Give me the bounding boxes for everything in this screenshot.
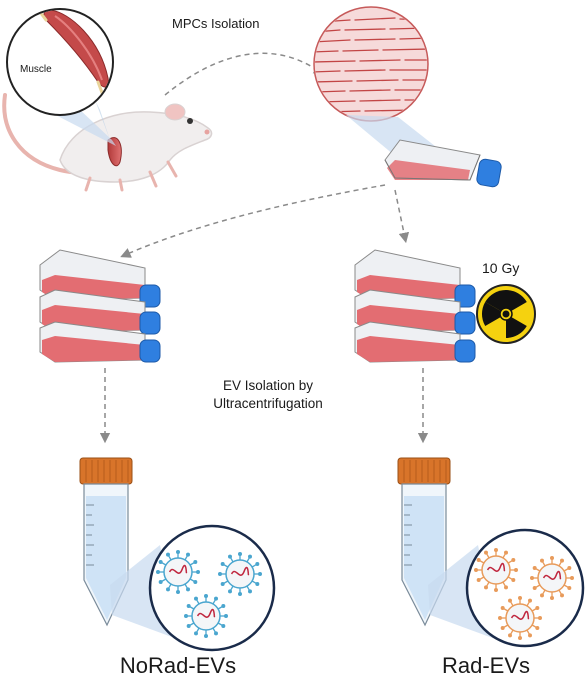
- culture-flask-icon: [384, 139, 502, 188]
- ev-vesicle: [530, 556, 574, 600]
- mpc-isolation-label: MPCs Isolation: [172, 16, 259, 31]
- magnifier-beam: [95, 100, 110, 140]
- radiation-icon: [476, 284, 536, 344]
- flask-stack-icon: [354, 249, 476, 363]
- ev-vesicle: [474, 548, 518, 592]
- ev-zoom-circle-norad: [148, 524, 276, 652]
- arrow-icon: [164, 52, 325, 96]
- dose-label: 10 Gy: [482, 260, 519, 276]
- ev-isolation-label-line1: EV Isolation by: [223, 378, 313, 393]
- norad-evs-label: NoRad-EVs: [120, 653, 236, 678]
- ev-vesicle: [184, 594, 228, 638]
- ev-vesicle-icon: [156, 550, 262, 638]
- ev-vesicle-icon: [474, 548, 574, 640]
- muscle-label: Muscle: [20, 64, 52, 75]
- magnifier-beam: [42, 108, 116, 146]
- ev-isolation-label-line2: Ultracentrifugation: [213, 396, 323, 411]
- ev-zoom-circle-rad: [465, 528, 585, 648]
- ev-vesicle: [156, 550, 200, 594]
- flask-stack-icon: [39, 249, 161, 363]
- rad-evs-label: Rad-EVs: [442, 653, 530, 678]
- arrow-icon: [120, 184, 386, 258]
- arrow-icon: [394, 189, 410, 244]
- ev-vesicle: [218, 552, 262, 596]
- ev-vesicle: [498, 596, 542, 640]
- muscle-fiber-icon: [313, 6, 429, 122]
- muscle-icon: Muscle: [6, 8, 114, 116]
